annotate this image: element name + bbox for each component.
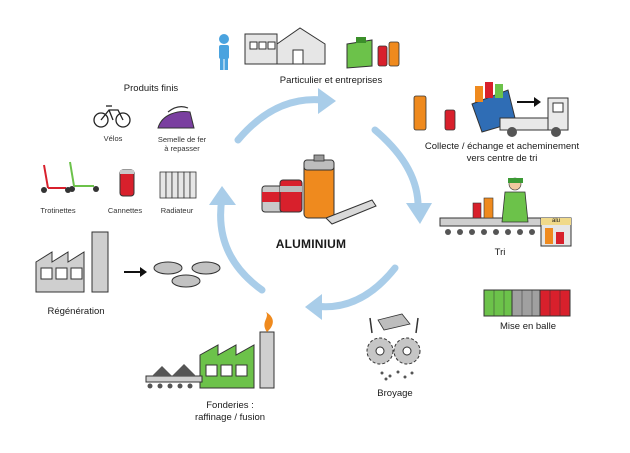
product-semelle-label-line2: à repasser [164,144,200,153]
scooter-icon [41,161,99,193]
households-businesses-illustration [219,27,400,70]
stage-collecte-label-line1: Collecte / échange et acheminement [424,141,580,152]
collection-truck-illustration [413,82,569,137]
bicycle-icon [93,105,131,128]
product-cannettes-label: Cannettes [107,206,143,215]
cycle-arrow-left [217,194,266,294]
product-radiateur-label: Radiateur [160,206,194,215]
stage-fonderies-label-line2: raffinage / fusion [194,412,266,423]
product-trotinettes-label: Trotinettes [40,206,76,215]
aluminium-products-center [261,154,377,225]
stage-collecte-label-line2: vers centre de tri [466,153,538,164]
radiator-icon [159,171,197,199]
cycle-arrow-top [234,96,326,144]
product-velos-label: Vélos [103,134,123,143]
tri-box-label: alu [551,218,560,224]
cycle-arrow-right [371,126,422,214]
bales-illustration [483,289,571,317]
produits-finis-title: Produits finis [123,83,179,94]
cycle-arrow-bottom [311,264,399,311]
stage-broyage-label: Broyage [377,388,413,399]
stage-mise-en-balle-label: Mise en balle [500,321,556,332]
can-icon [119,169,135,197]
stage-particuliers-label: Particulier et entreprises [279,75,383,86]
iron-icon [157,106,195,129]
foundry-illustration [145,312,275,389]
shredder-illustration [366,313,421,381]
cycle-arrowheads [209,88,432,320]
product-semelle-label-line1: Semelle de fer [157,135,207,144]
regeneration-illustration [35,231,221,293]
cycle-arrows [217,96,422,311]
stage-fonderies-label-line1: Fonderies : [206,400,254,411]
center-title: ALUMINIUM [275,237,347,251]
stage-tri-label: Tri [494,247,506,258]
stage-regeneration-label: Régénération [47,306,105,317]
sorting-line-illustration [439,177,572,247]
